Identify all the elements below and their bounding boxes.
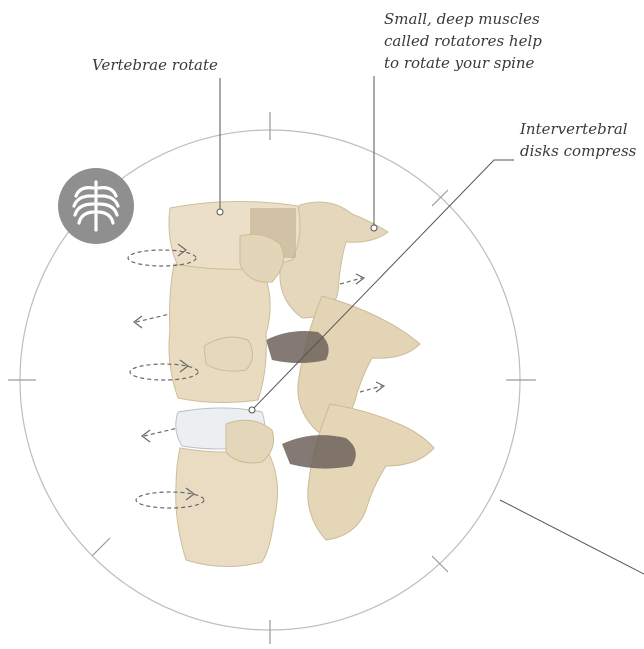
- ribcage-icon: [58, 168, 134, 244]
- label-line: to rotate your spine: [384, 52, 542, 74]
- tick-lower-left: [92, 538, 110, 556]
- label-vertebrae-rotate: Vertebrae rotate: [92, 54, 218, 76]
- label-intervertebral-disks: Intervertebral disks compress: [520, 118, 636, 162]
- label-line: Small, deep muscles: [384, 8, 542, 30]
- label-line: called rotatores help: [384, 30, 542, 52]
- vertebral-bodies: [169, 201, 300, 566]
- label-line: Intervertebral: [520, 118, 636, 140]
- label-line: disks compress: [520, 140, 636, 162]
- label-rotatores-muscles: Small, deep muscles called rotatores hel…: [384, 8, 542, 74]
